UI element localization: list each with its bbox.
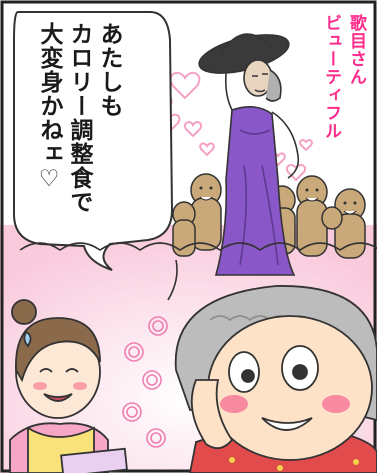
speech-bubble xyxy=(13,11,174,271)
caption-line-2: ビューティフル xyxy=(321,14,341,140)
bubble-tail xyxy=(167,259,178,301)
young-woman-character xyxy=(9,299,128,473)
speech-line-3: 大変身かねェ♡ xyxy=(36,22,62,193)
audience-faces xyxy=(199,186,357,215)
bubble-scallop-edge xyxy=(19,242,377,251)
speech-line-1: あたしも xyxy=(96,22,122,118)
grandmother-character xyxy=(174,285,377,473)
caption-line-1: 歌目さん xyxy=(346,14,366,86)
speech-line-2: カロリー調整食で xyxy=(66,22,92,214)
flower-sparkles xyxy=(122,316,168,448)
woman-in-purple-dress xyxy=(198,33,300,276)
